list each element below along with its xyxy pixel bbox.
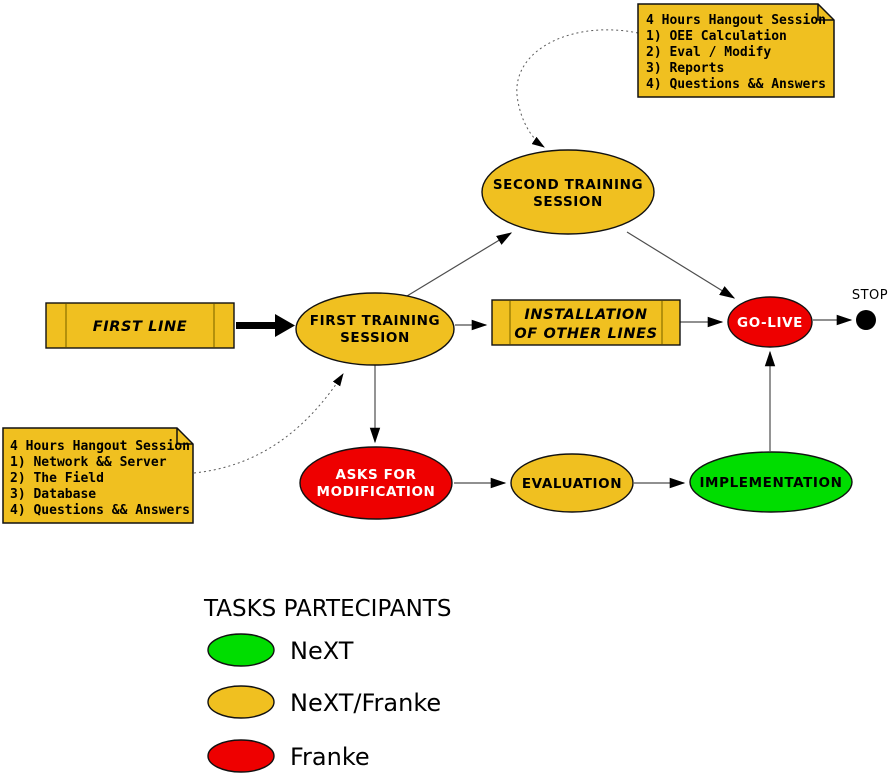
legend-label: NeXT/Franke xyxy=(290,689,441,717)
node-label: ASKS FOR xyxy=(336,467,417,483)
node-implementation: IMPLEMENTATION xyxy=(689,451,853,513)
node-stop: STOP xyxy=(852,288,888,330)
note-fold-corner xyxy=(817,4,834,21)
node-label: OF OTHER LINES xyxy=(514,326,657,342)
node-asks-for-modification: ASKS FOR MODIFICATION xyxy=(299,446,453,520)
dotted-link-note-to-first-training xyxy=(193,373,344,474)
first-line-box xyxy=(45,302,235,349)
node-label: SECOND TRAINING xyxy=(493,177,643,193)
note-second-session: 4 Hours Hangout Session 1) OEE Calculati… xyxy=(637,3,835,98)
dotted-link-note-to-second-training xyxy=(516,29,639,148)
legend-swatch-franke xyxy=(207,739,275,773)
installation-box xyxy=(491,299,681,346)
node-go-live: GO-LIVE xyxy=(727,296,813,348)
note-line: 4 Hours Hangout Session xyxy=(646,13,826,28)
note-fold-corner xyxy=(176,428,193,445)
legend-swatch-next-franke xyxy=(207,685,275,719)
note-line: 2) The Field xyxy=(10,471,104,486)
legend-label: NeXT xyxy=(290,637,354,665)
node-label: SESSION xyxy=(533,194,603,210)
note-body xyxy=(2,427,194,524)
note-first-session: 4 Hours Hangout Session 1) Network && Se… xyxy=(2,427,194,524)
second-training-ellipse xyxy=(481,149,655,235)
node-label: SESSION xyxy=(340,330,410,346)
node-label: INSTALLATION xyxy=(524,307,647,323)
arrow-second-training-to-go-live xyxy=(626,231,736,299)
note-line: 4) Questions && Answers xyxy=(10,503,190,518)
implementation-ellipse xyxy=(689,451,853,513)
note-line: 1) OEE Calculation xyxy=(646,29,787,44)
legend-swatch-next xyxy=(207,633,275,667)
stop-final-state-circle xyxy=(856,310,876,330)
node-label: MODIFICATION xyxy=(317,484,436,500)
node-first-training-session: FIRST TRAINING SESSION xyxy=(295,292,455,366)
stop-label: STOP xyxy=(852,288,888,303)
node-evaluation: EVALUATION xyxy=(510,453,634,513)
note-line: 3) Reports xyxy=(646,61,724,76)
legend-label: Franke xyxy=(290,743,370,771)
node-second-training-session: SECOND TRAINING SESSION xyxy=(481,149,655,235)
note-line: 1) Network && Server xyxy=(10,455,167,470)
node-label: FIRST TRAINING xyxy=(310,313,440,329)
note-line: 4 Hours Hangout Session xyxy=(10,439,190,454)
arrow-first-training-to-second-training xyxy=(406,232,513,297)
note-line: 4) Questions && Answers xyxy=(646,77,826,92)
node-label: GO-LIVE xyxy=(737,315,803,331)
go-live-ellipse xyxy=(727,296,813,348)
note-body xyxy=(637,3,835,98)
note-line: 2) Eval / Modify xyxy=(646,45,771,60)
node-label: EVALUATION xyxy=(522,476,622,492)
thick-arrow-first-line-to-first-training xyxy=(236,314,295,337)
first-training-ellipse xyxy=(295,292,455,366)
node-first-line: FIRST LINE xyxy=(45,302,235,349)
note-line: 3) Database xyxy=(10,487,96,502)
node-label: FIRST LINE xyxy=(93,319,188,335)
legend: TASKS PARTECIPANTS NeXT NeXT/Franke Fran… xyxy=(203,596,451,773)
evaluation-ellipse xyxy=(510,453,634,513)
node-installation-other-lines: INSTALLATION OF OTHER LINES xyxy=(491,299,681,346)
asks-modification-ellipse xyxy=(299,446,453,520)
legend-title: TASKS PARTECIPANTS xyxy=(203,596,451,622)
node-label: IMPLEMENTATION xyxy=(699,475,842,491)
